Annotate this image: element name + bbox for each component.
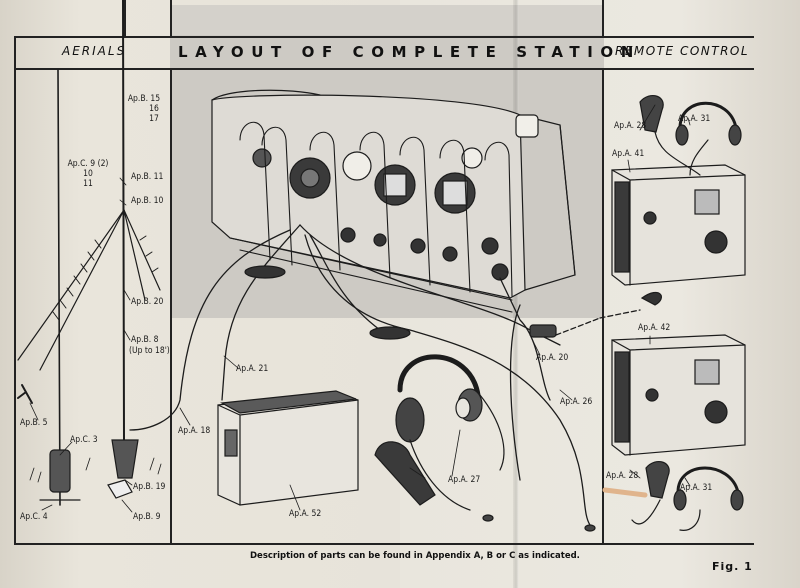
frame-bottom-rule <box>14 543 754 545</box>
paper-tape-mark <box>602 487 648 498</box>
station-cables <box>129 224 641 526</box>
label-apb5: Ap.B. 5 <box>20 418 48 428</box>
label-apc9: Ap.C. 9 (2) <box>67 159 109 169</box>
battery-box <box>217 390 359 506</box>
label-apa28-bottom: Ap.A. 28 <box>606 471 639 481</box>
headset-mic-group <box>374 354 505 511</box>
aerial-guy-chains <box>17 209 161 371</box>
label-apb16: 16 <box>149 104 159 114</box>
remote-handset-headset-top <box>639 94 742 306</box>
header-shade <box>170 5 604 35</box>
label-apb10: Ap.B. 10 <box>131 196 164 206</box>
label-apb9: Ap.B. 9 <box>133 512 161 522</box>
figure-number: Fig. 1 <box>712 560 753 573</box>
aerials-heading: AERIALS <box>62 44 127 58</box>
label-apa31-top: Ap.A. 31 <box>678 114 711 124</box>
label-apa52: Ap.A. 52 <box>289 509 322 519</box>
label-apa31-bottom: Ap.A. 31 <box>680 483 713 493</box>
remote-unit-bottom <box>611 334 746 456</box>
cable-plugs <box>244 265 596 532</box>
label-apb8-note: (Up to 18') <box>129 346 170 356</box>
label-apc3: Ap.C. 3 <box>70 435 98 445</box>
carrier-frame <box>229 121 513 313</box>
label-apb11: Ap.B. 11 <box>131 172 164 182</box>
header-bottom-rule <box>14 68 754 70</box>
header-top-rule <box>14 36 754 38</box>
label-apa42: Ap.A. 42 <box>638 323 671 333</box>
label-apa20: Ap.A. 20 <box>536 353 569 363</box>
aerial-mast-left <box>57 0 125 506</box>
leader-lines <box>29 104 691 513</box>
label-apb20: Ap.B. 20 <box>131 297 164 307</box>
shade-top-right-rule <box>602 0 604 36</box>
aerial-insulator-b5 <box>17 384 33 404</box>
remote-divider-rule <box>602 68 604 544</box>
label-apc11: 11 <box>83 179 93 189</box>
label-apa27: Ap.A. 27 <box>448 475 481 485</box>
label-apb-15-16-17: Ap.B. 15 16 17 <box>124 94 164 124</box>
label-apb19: Ap.B. 19 <box>133 482 166 492</box>
label-apb8: Ap.B. 8 <box>131 335 159 345</box>
remote-unit-top <box>611 164 746 286</box>
aerial-base-right <box>107 439 162 499</box>
label-apc-9-10-11: Ap.C. 9 (2) 10 11 <box>62 159 114 189</box>
remote-control-heading: REMOTE CONTROL <box>615 44 750 58</box>
label-apa21: Ap.A. 21 <box>236 364 269 374</box>
label-apa18: Ap.A. 18 <box>178 426 211 436</box>
frame-left-rule <box>14 36 16 544</box>
mast-top-rule <box>124 0 126 36</box>
shade-top-left-rule <box>170 0 172 36</box>
label-apb15: Ap.B. 15 <box>127 94 161 104</box>
remote-handset-headset-bottom <box>631 460 744 531</box>
label-apa28-top: Ap.A. 28 <box>614 121 647 131</box>
label-apa26: Ap.A. 26 <box>560 397 593 407</box>
aerials-divider-rule <box>170 68 172 544</box>
label-apb17: 17 <box>149 114 159 124</box>
label-apc10: 10 <box>83 169 93 179</box>
label-apc4: Ap.C. 4 <box>20 512 48 522</box>
figure-caption: Description of parts can be found in App… <box>250 551 580 561</box>
page-title: LAYOUT OF COMPLETE STATION <box>178 43 641 61</box>
aerial-base-left <box>29 449 91 501</box>
label-apa41: Ap.A. 41 <box>612 149 645 159</box>
